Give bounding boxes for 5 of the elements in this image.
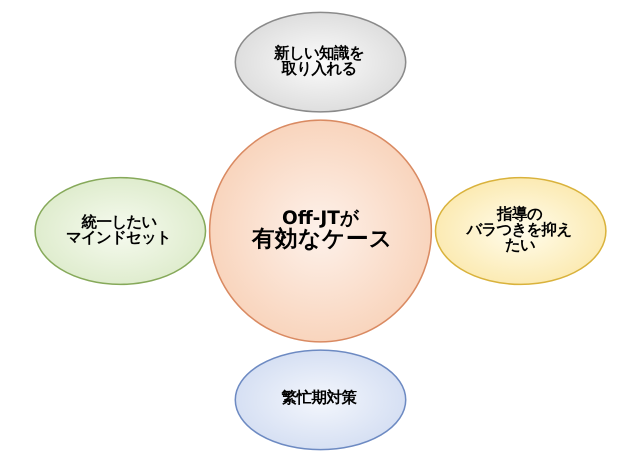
node-ellipse: 繁忙期対策: [234, 349, 406, 450]
node-ellipse: 指導の バラつきを抑えたい: [434, 176, 606, 286]
node-ellipse: 新しい知識を取り入れる: [234, 12, 406, 113]
node-circle: Off-JTが 有効なケース: [208, 119, 432, 343]
node-ellipse: 統一したい マインドセット: [34, 176, 206, 286]
